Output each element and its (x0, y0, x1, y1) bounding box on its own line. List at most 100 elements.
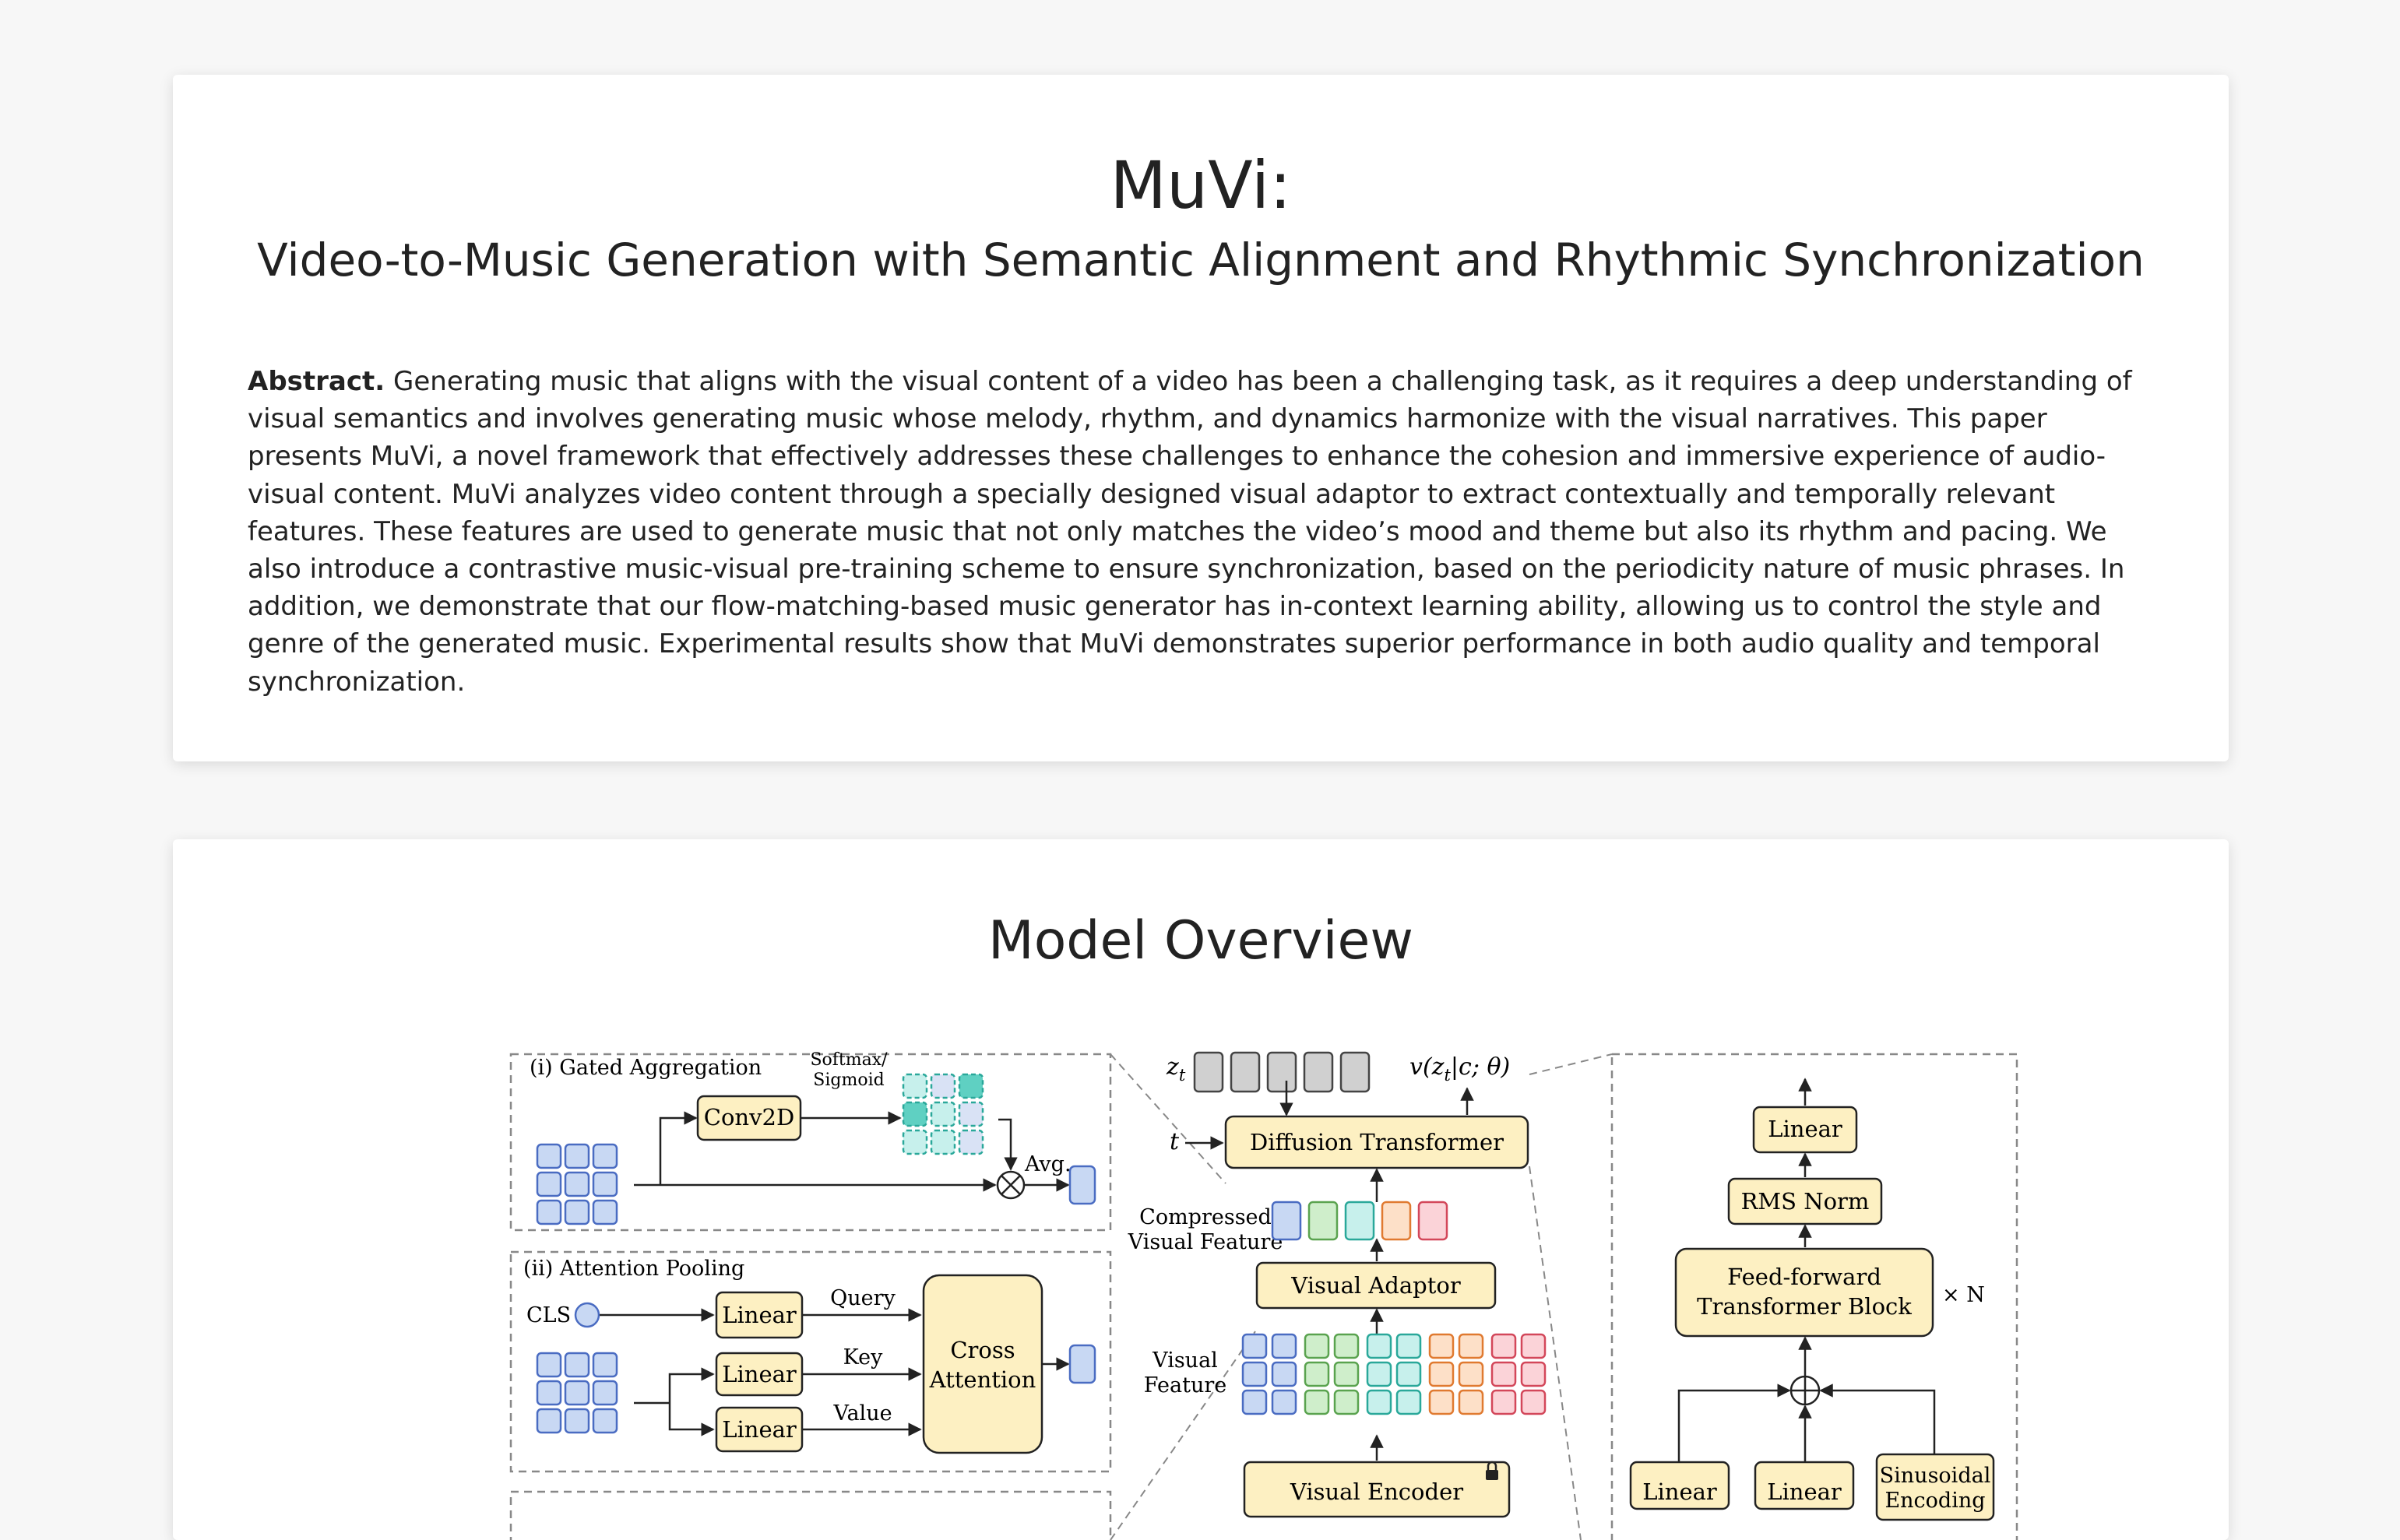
ap-input-token-grid (536, 1352, 618, 1434)
linear-value-label: Linear (722, 1416, 797, 1443)
visual-feature-token (1428, 1333, 1455, 1359)
zt-token (1266, 1051, 1297, 1093)
visual-feature-token (1428, 1361, 1455, 1387)
gate-token (902, 1129, 928, 1155)
velocity-output-label: v(zt|c; θ) (1409, 1053, 1510, 1085)
visual-feature-label-1: Visual (1152, 1348, 1218, 1373)
input-token (564, 1352, 590, 1378)
zt-token (1303, 1051, 1334, 1093)
visual-feature-token (1333, 1333, 1360, 1359)
input-token (536, 1380, 562, 1406)
visual-feature-token (1241, 1361, 1268, 1387)
input-token (592, 1143, 618, 1169)
cls-token (574, 1302, 600, 1328)
zt-token (1230, 1051, 1261, 1093)
visual-feature-token (1458, 1389, 1484, 1415)
input-token (564, 1380, 590, 1406)
sinusoidal-label-2: Encoding (1884, 1489, 1985, 1513)
compressed-token (1307, 1201, 1339, 1241)
abstract-text: Generating music that aligns with the vi… (248, 366, 2132, 698)
cross-attention-label-2: Attention (929, 1366, 1036, 1393)
gate-token (930, 1073, 956, 1099)
visual-feature-token (1333, 1389, 1360, 1415)
avg-label: Avg. (1024, 1152, 1072, 1176)
visual-feature-label-2: Feature (1144, 1373, 1226, 1398)
ga-input-token-grid (536, 1143, 618, 1225)
visual-feature-token (1490, 1333, 1517, 1359)
visual-feature-token (1241, 1333, 1268, 1359)
ff-block-label-1: Feed-forward (1727, 1264, 1881, 1290)
linear-in-label-2: Linear (1767, 1478, 1842, 1505)
visual-feature-token (1333, 1361, 1360, 1387)
cross-attention-box (922, 1274, 1043, 1454)
value-label: Value (832, 1401, 892, 1426)
cross-attention-label-1: Cross (950, 1337, 1015, 1363)
query-label: Query (830, 1286, 896, 1310)
input-token (536, 1352, 562, 1378)
visual-feature-token (1395, 1361, 1422, 1387)
section-title: Model Overview (988, 910, 1413, 972)
visual-feature-token (1271, 1361, 1297, 1387)
softmax-label: Softmax/ (810, 1050, 888, 1070)
gate-token (930, 1101, 956, 1127)
attention-pooling-panel: (ii) Attention Pooling CLS Linear Linear… (509, 1250, 1112, 1473)
cls-label: CLS (526, 1303, 571, 1327)
visual-adaptor-box (1255, 1261, 1497, 1310)
sinusoidal-label-1: Sinusoidal (1880, 1464, 1991, 1488)
input-token (564, 1171, 590, 1197)
diffusion-pipeline: zt v(zt|c; θ) t Diffusion Transformer Co… (1128, 1051, 1547, 1518)
compressed-token (1417, 1201, 1448, 1241)
gate-token (958, 1073, 984, 1099)
compressed-token (1381, 1201, 1412, 1241)
visual-feature-token (1490, 1389, 1517, 1415)
abstract-paragraph: Abstract. Generating music that aligns w… (248, 363, 2163, 701)
diffusion-transformer-box (1224, 1115, 1529, 1169)
rms-norm-box (1727, 1177, 1883, 1225)
title-card: MuVi: Video-to-Music Generation with Sem… (173, 75, 2229, 761)
zt-token (1193, 1051, 1224, 1093)
visual-encoder-label: Visual Encoder (1290, 1478, 1463, 1505)
linear-out-label: Linear (1768, 1116, 1842, 1142)
times-n-label: × N (1942, 1283, 1985, 1307)
gated-aggregation-label: (i) Gated Aggregation (530, 1056, 762, 1080)
linear-in-label-1: Linear (1642, 1478, 1717, 1505)
visual-feature-grid (1241, 1333, 1547, 1415)
page-title: MuVi: (1110, 147, 1292, 223)
visual-feature-token (1304, 1389, 1330, 1415)
ap-output-token (1068, 1344, 1096, 1384)
ff-transformer-block-box (1674, 1247, 1934, 1338)
abstract-label: Abstract. (248, 366, 385, 397)
lock-icon (1486, 1461, 1498, 1480)
compressed-feature-row (1271, 1201, 1448, 1241)
ff-block-label-2: Transformer Block (1697, 1293, 1912, 1320)
visual-feature-token (1395, 1333, 1422, 1359)
ga-gate-grid (902, 1073, 984, 1155)
sigmoid-label: Sigmoid (813, 1071, 884, 1090)
visual-feature-token (1520, 1361, 1547, 1387)
third-panel-outline (509, 1490, 1112, 1540)
key-label: Key (843, 1345, 883, 1369)
input-token (536, 1143, 562, 1169)
visual-feature-token (1458, 1333, 1484, 1359)
visual-feature-token (1520, 1389, 1547, 1415)
gate-token (902, 1101, 928, 1127)
compressed-token (1271, 1201, 1302, 1241)
linear-query-label: Linear (722, 1302, 797, 1328)
gate-token (902, 1073, 928, 1099)
input-token (592, 1352, 618, 1378)
model-overview-figure: (i) Gated Aggregation Softmax/ Sigmoid C… (509, 1050, 2018, 1540)
visual-feature-token (1366, 1389, 1392, 1415)
attention-pooling-label: (ii) Attention Pooling (523, 1257, 744, 1281)
input-token (564, 1408, 590, 1434)
visual-feature-token (1490, 1361, 1517, 1387)
input-token (592, 1199, 618, 1225)
input-token (536, 1199, 562, 1225)
visual-feature-token (1271, 1389, 1297, 1415)
ga-output-token (1068, 1165, 1096, 1205)
zt-label: zt (1166, 1053, 1186, 1085)
diffusion-transformer-label: Diffusion Transformer (1250, 1129, 1504, 1155)
rms-norm-label: RMS Norm (1741, 1188, 1870, 1215)
visual-adaptor-label: Visual Adaptor (1290, 1272, 1461, 1299)
gate-token (958, 1129, 984, 1155)
zt-token (1339, 1051, 1371, 1093)
